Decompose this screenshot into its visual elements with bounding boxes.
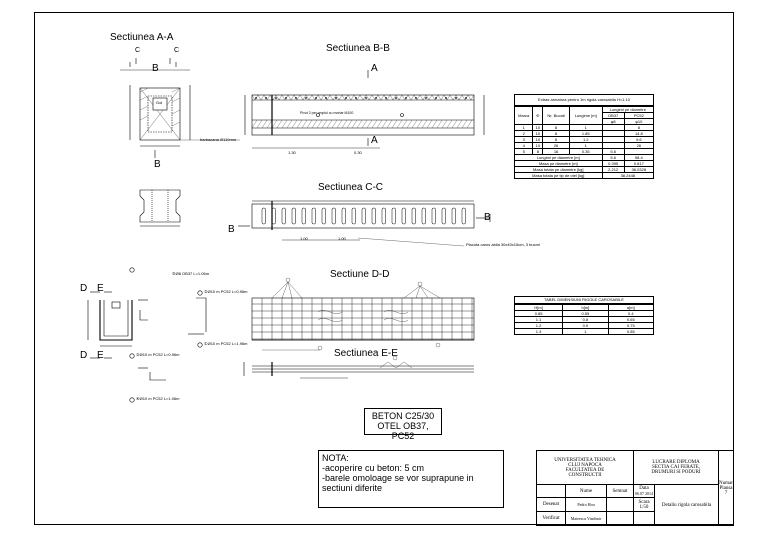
th-nr: Nr. Bucati [542, 106, 570, 125]
nota-line-1: -acoperire cu beton: 5 cm [322, 463, 425, 473]
section-dd-drawing [251, 297, 475, 341]
dimensions-table-caption: TABEL DIMENSIUNI RIGOLE CAROSABILE [514, 296, 654, 304]
letter-d-top: D [80, 283, 88, 294]
label-placuta: Placuta caros abila 30x40x15cm, 3 bucmi [466, 242, 540, 247]
dim-030: 0.30 [354, 150, 362, 155]
bar-detail-drawing [87, 291, 207, 381]
th-phi: Φ [532, 106, 544, 125]
section-dd-title: Sectiune D-D [330, 269, 390, 280]
label-pivot: Pivot 2 per cmplul cu mortar M100 [300, 111, 354, 115]
nota-line-3: sectiuni diferite [322, 483, 383, 493]
dim-130: 1.30 [288, 150, 296, 155]
materials-line-2: OTEL OB37, PC52 [377, 421, 429, 441]
letter-b-bottom: B [154, 159, 161, 170]
tb-detaliu: Detaliu rigola carosabila [654, 484, 719, 526]
rebar-schedule-caption: Extras armatura pentru 1m rigola carosab… [514, 94, 654, 106]
section-aa-drawing [120, 58, 191, 158]
nota-title: NOTA: [322, 453, 349, 463]
tb-semnat: Semnat [606, 484, 634, 498]
bar-label-5: ⑤Ø8 OB37 L=1.06m [172, 271, 210, 276]
th-lpd: Lungimi pe diametre [601, 106, 655, 113]
letter-a-bottom: A [371, 135, 378, 146]
tb-verificat: Verificat [536, 511, 566, 526]
title-plansa: Numar Plansa 7 [718, 450, 734, 526]
bar-label-2: ②Ø10 m PC52 L=0.96m [136, 352, 180, 357]
materials-line-1: BETON C25/30 [371, 411, 435, 421]
dimensions-table-block: TABEL DIMENSIUNI RIGOLE CAROSABILE H[m]h… [513, 296, 655, 335]
section-bb-title: Sectiunea B-B [326, 43, 390, 54]
tb-verificat-name: Mateescu Viadimir [565, 511, 607, 526]
section-cc-title: Sectiunea C-C [318, 182, 384, 193]
tb-desenat: Desenat [536, 497, 566, 512]
label-barbacana: barbacana Ø110mm [200, 137, 237, 142]
letter-b-cc-left: B [228, 224, 235, 235]
section-aa-title: Sectiunea A-A [110, 32, 174, 43]
label-gol: Gol [156, 100, 163, 105]
bar-label-3: ②Ø10 m PC52 L=0.96m [204, 289, 248, 294]
dim-100b: 1.00 [338, 236, 346, 241]
letter-b-cc-right: B [484, 212, 491, 223]
title-university: UNIVERSITATEA TEHNICA CLUJ NAPOCA FACULT… [536, 450, 634, 485]
dim-100a: 1.00 [300, 236, 308, 241]
th-lungime: Lungime [m] [568, 106, 603, 125]
letter-a-top: A [371, 63, 378, 74]
bar-label-1: ①Ø10 m PC52 L=1.96m [204, 341, 248, 346]
letter-b-top: B [152, 63, 159, 74]
th-marca: Marca [513, 106, 534, 125]
materials-box: BETON C25/30 OTEL OB37, PC52 [364, 408, 442, 441]
letter-e-bottom: E [97, 350, 104, 361]
rebar-table: Marca Φ Nr. Bucati Lungime [m] Lungimi p… [513, 106, 655, 179]
title-lucrare: LUCRARE DIPLOMA SECTIA CAI FERATE, DRUMU… [633, 450, 719, 485]
nota-line-2: -barele omoloage se vor suprapune in [322, 473, 474, 483]
bar-label-4: ④Ø10 m PC52 L=1.06m [136, 396, 180, 401]
section-aa-detail [139, 189, 181, 227]
section-bb-drawing [244, 70, 485, 149]
section-ee-drawing [243, 355, 474, 379]
tb-nume: Nume [565, 484, 607, 498]
title-block: UNIVERSITATEA TEHNICA CLUJ NAPOCA FACULT… [536, 450, 734, 526]
letter-c-left: C [135, 47, 141, 54]
section-ee-title: Sectiunea E-E [334, 348, 398, 359]
nota-box: NOTA: -acoperire cu beton: 5 cm -barele … [318, 450, 504, 508]
letter-e-top: E [97, 283, 104, 294]
tb-desenat-name: Pedro Hou [565, 497, 607, 512]
table-row: Masa totala pe tip de otel [kg]38.2448 [514, 172, 655, 179]
letter-c-right: C [174, 47, 180, 54]
rebar-schedule: Extras armatura pentru 1m rigola carosab… [513, 94, 655, 179]
drawing-sheet [34, 12, 734, 525]
letter-d-bottom: D [80, 350, 88, 361]
